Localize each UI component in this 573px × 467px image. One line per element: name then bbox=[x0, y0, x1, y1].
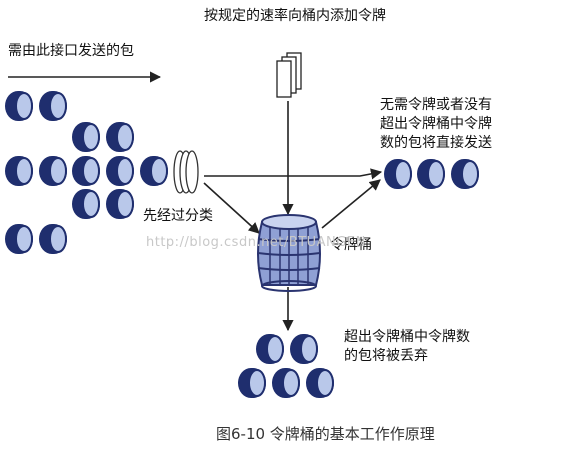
packet-icon bbox=[140, 156, 168, 186]
incoming-packets-label: 需由此接口发送的包 bbox=[8, 43, 134, 59]
packet-icon bbox=[256, 334, 284, 364]
packet-icon bbox=[72, 122, 100, 152]
watermark: http://blog.csdn.net/BTUANGEN bbox=[146, 235, 366, 250]
conform-path-arrow bbox=[204, 168, 383, 180]
packet-icon bbox=[106, 156, 134, 186]
packet-icon bbox=[5, 91, 33, 121]
packet-icon bbox=[272, 368, 300, 398]
figure-caption: 图6-10 令牌桶的基本工作作原理 bbox=[216, 425, 435, 443]
packet-icon bbox=[238, 368, 266, 398]
packet-icon bbox=[417, 159, 445, 189]
packet-icon bbox=[39, 91, 67, 121]
packet-icon bbox=[39, 224, 67, 254]
packet-icon bbox=[384, 159, 412, 189]
packet-icon bbox=[5, 156, 33, 186]
packet-icon bbox=[106, 122, 134, 152]
conform-packets-label: 无需令牌或者没有 超出令牌桶中令牌 数的包将直接发送 bbox=[380, 97, 492, 151]
packet-icon bbox=[306, 368, 334, 398]
bucket-to-send-arrow bbox=[321, 179, 381, 229]
classifier-icon bbox=[173, 150, 199, 194]
exceed-packets-label: 超出令牌桶中令牌数 的包将被丢弃 bbox=[344, 329, 470, 364]
token-bucket-label: 令牌桶 bbox=[330, 237, 372, 253]
packet-icon bbox=[5, 224, 33, 254]
packet-icon bbox=[290, 334, 318, 364]
token-rate-label: 按规定的速率向桶内添加令牌 bbox=[204, 8, 386, 24]
to-bucket-arrow bbox=[203, 182, 260, 234]
packet-icon bbox=[106, 189, 134, 219]
packet-icon bbox=[72, 156, 100, 186]
packet-icon bbox=[39, 156, 67, 186]
token-cards-icon bbox=[276, 52, 302, 98]
packet-icon bbox=[72, 189, 100, 219]
classify-label: 先经过分类 bbox=[143, 208, 213, 224]
packet-icon bbox=[451, 159, 479, 189]
token-bucket-barrel bbox=[257, 214, 321, 292]
